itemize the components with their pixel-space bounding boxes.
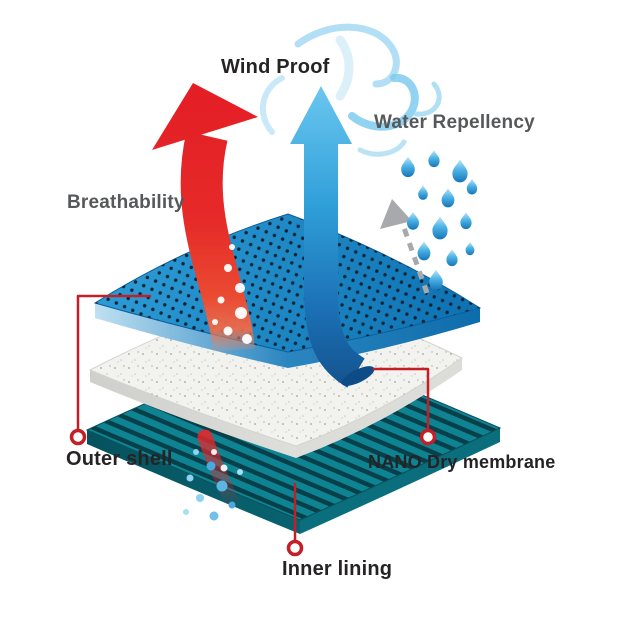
blue-arrow-body: [304, 140, 366, 388]
outer-shell-label: Outer shell: [66, 448, 173, 470]
water-repellency-label: Water Repellency: [374, 112, 535, 133]
water-droplet-icon: [466, 178, 478, 195]
water-droplet-icon: [441, 188, 455, 208]
inner-lining-side-left: [87, 430, 300, 534]
blue-arrow-head: [290, 86, 352, 144]
membrane-side-right: [296, 358, 462, 458]
red-arrow-head: [152, 83, 258, 150]
callout-connectors: [69, 294, 437, 557]
repel-arrow-head-icon: [380, 199, 412, 229]
wind-proof-arrow-icon: [290, 86, 375, 388]
outer-shell-connector-line: [76, 294, 152, 432]
nano-dry-membrane-label: NANO Dry membrane: [368, 452, 556, 472]
water-droplet-icon: [401, 156, 415, 178]
water-droplet-icon: [429, 269, 443, 291]
water-droplet-icon: [418, 185, 428, 200]
water-droplet-icon: [460, 212, 472, 230]
water-droplet-icon: [407, 211, 419, 230]
water-droplet-icon: [428, 150, 440, 168]
wind-proof-label: Wind Proof: [221, 56, 330, 78]
membrane-side-left: [90, 370, 296, 458]
outer-shell-top-dots: [95, 214, 480, 352]
membrane-connector-line: [372, 367, 430, 432]
outer-shell-layer: [93, 213, 482, 368]
outer-shell-connector-dot: [69, 428, 87, 446]
inner-lining-connector-dot: [286, 539, 304, 557]
red-arrow-below-layers: [197, 429, 239, 508]
inner-lining-label: Inner lining: [282, 558, 393, 580]
water-droplet-icon: [417, 241, 431, 261]
breathability-arrow-icon: [152, 83, 258, 521]
outer-shell-side: [95, 303, 480, 368]
fabric-layers: [85, 213, 502, 534]
water-droplet-icon: [465, 241, 475, 256]
water-repellency-group: [380, 150, 478, 294]
inner-lining-side-right: [300, 428, 500, 534]
vapour-bubbles: [212, 244, 252, 344]
breathability-label: Breathability: [67, 192, 185, 213]
vapour-bubbles-below: [183, 449, 243, 521]
wind-swirls-icon: [260, 23, 442, 157]
membrane-connector-dot: [419, 428, 437, 446]
blue-arrow-entry: [341, 366, 375, 386]
water-droplet-icon: [452, 159, 468, 183]
water-droplet-icon: [432, 216, 448, 240]
water-droplet-icon: [446, 249, 458, 267]
repel-dashed-line: [400, 224, 430, 294]
